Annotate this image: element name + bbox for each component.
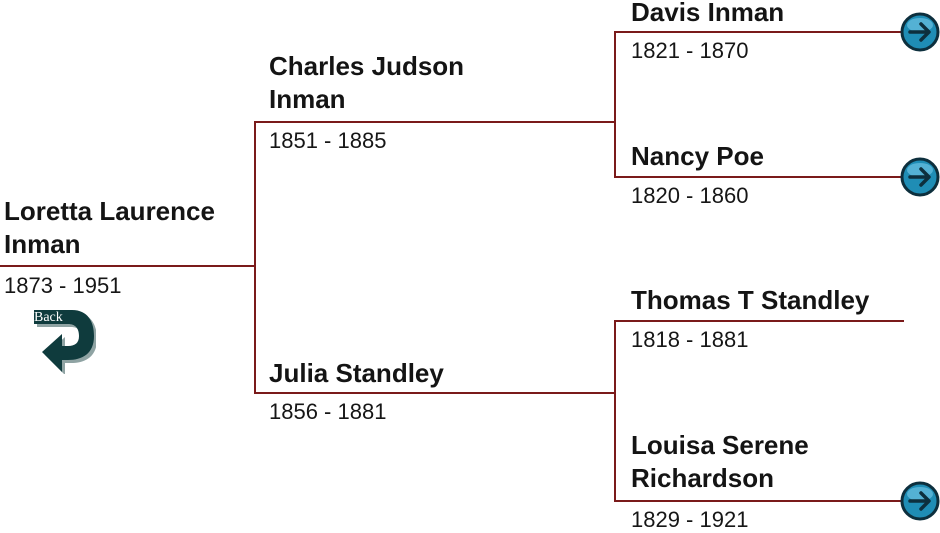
back-button[interactable]: Back (28, 308, 96, 374)
paternal-grandmother-dates: 1820 - 1860 (631, 183, 749, 208)
maternal-grandmother-dates: 1829 - 1921 (631, 507, 749, 532)
father-dates: 1851 - 1885 (269, 128, 387, 153)
maternal-grandmother-underline (614, 500, 904, 502)
father-name[interactable]: Charles Judson Inman (269, 51, 465, 114)
mother-bracket (614, 320, 616, 502)
father-bracket (614, 31, 616, 178)
maternal-grandmother-name[interactable]: Louisa Serene Richardson (631, 430, 809, 493)
root-underline (0, 265, 256, 267)
paternal-grandfather-expand-button[interactable] (900, 12, 940, 52)
paternal-grandmother-name[interactable]: Nancy Poe (631, 141, 764, 171)
paternal-grandmother-underline (614, 176, 904, 178)
paternal-grandfather-dates: 1821 - 1870 (631, 38, 749, 63)
maternal-grandfather-dates: 1818 - 1881 (631, 327, 749, 352)
arrow-right-circle-icon (900, 12, 940, 52)
paternal-grandfather-underline (614, 31, 904, 33)
mother-name[interactable]: Julia Standley (269, 358, 444, 388)
root-person-dates: 1873 - 1951 (4, 273, 122, 298)
root-person-name[interactable]: Loretta Laurence Inman (4, 196, 215, 259)
arrow-right-circle-icon (900, 157, 940, 197)
maternal-grandfather-name[interactable]: Thomas T Standley (631, 285, 870, 315)
paternal-grandmother-expand-button[interactable] (900, 157, 940, 197)
arrow-right-circle-icon (900, 481, 940, 521)
father-underline (254, 121, 616, 123)
back-label: Back (34, 310, 63, 325)
maternal-grandfather-underline (614, 320, 904, 322)
paternal-grandfather-name[interactable]: Davis Inman (631, 0, 785, 27)
back-arrow-icon (34, 310, 96, 374)
root-bracket (254, 121, 256, 394)
mother-underline (254, 392, 616, 394)
mother-dates: 1856 - 1881 (269, 399, 387, 424)
maternal-grandmother-expand-button[interactable] (900, 481, 940, 521)
